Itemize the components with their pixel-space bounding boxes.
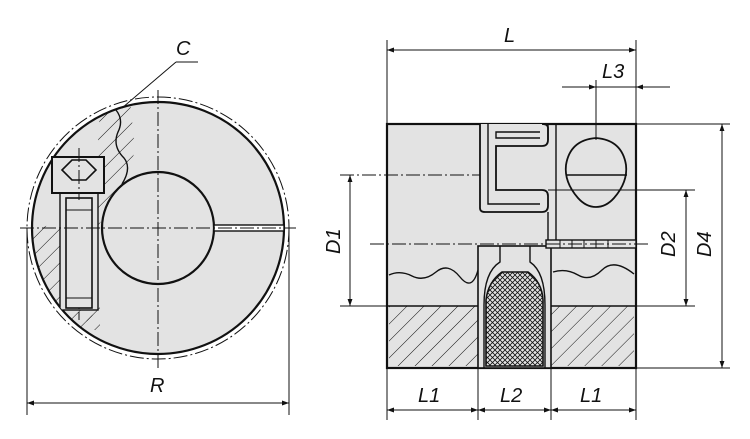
knurled-insert <box>485 271 544 367</box>
label-l2: L2 <box>500 385 522 407</box>
side-view: L L3 D1 D2 D4 L1 L2 L1 <box>323 25 730 420</box>
end-view: C R <box>20 38 296 415</box>
label-r: R <box>150 375 164 397</box>
hatch-right-hub <box>551 306 634 366</box>
label-d2: D2 <box>658 231 680 257</box>
hatch-left-hub <box>389 306 478 366</box>
socket-head-screw <box>51 148 105 200</box>
c-leader-line <box>121 61 177 109</box>
label-c: C <box>176 38 191 60</box>
label-l1-left: L1 <box>418 385 440 407</box>
label-d4: D4 <box>694 231 716 257</box>
label-l: L <box>504 25 515 47</box>
label-d1: D1 <box>323 228 345 254</box>
label-l1-right: L1 <box>580 385 602 407</box>
label-l3: L3 <box>602 61 624 83</box>
